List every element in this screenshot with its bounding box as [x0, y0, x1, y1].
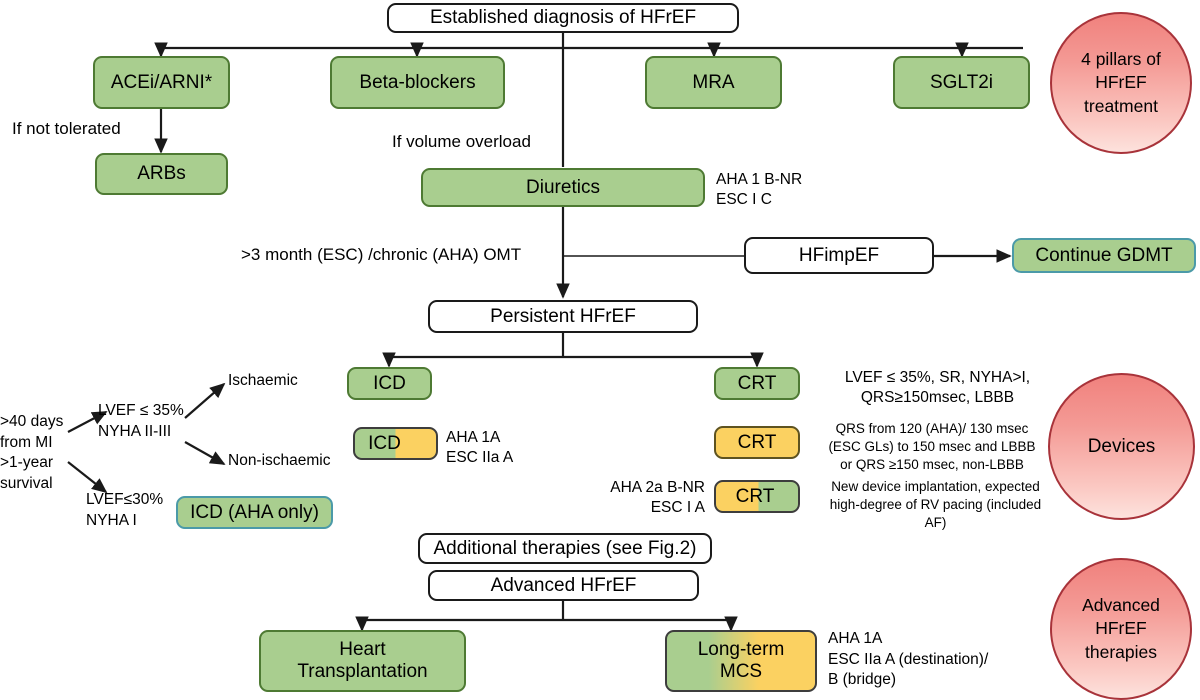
node-sglt2i[interactable]: SGLT2i: [893, 56, 1030, 109]
label-ischaemic: Ischaemic: [228, 372, 298, 389]
annotation-crt-top-criteria: LVEF ≤ 35%, SR, NYHA>I, QRS≥150msec, LBB…: [844, 369, 1031, 406]
node-crt-split[interactable]: CRT: [714, 480, 800, 513]
node-label: ICD: [368, 432, 401, 454]
annotation-crt-amber-criteria: QRS from 120 (AHA)/ 130 msec (ESC GLs) t…: [828, 421, 1036, 473]
label-non-ischaemic: Non-ischaemic: [228, 452, 331, 469]
node-label: CRT: [737, 431, 777, 453]
node-label: Established diagnosis of HFrEF: [429, 7, 697, 29]
node-acei-arni[interactable]: ACEi/ARNI*: [93, 56, 230, 109]
label-lvef-30-nyha-1: LVEF≤30% NYHA I: [86, 491, 164, 529]
node-label: ICD (AHA only): [190, 501, 319, 523]
annotation-diuretics-recommendation: AHA 1 B-NR ESC I C: [716, 171, 803, 208]
node-persistent-hfref[interactable]: Persistent HFrEF: [428, 300, 698, 333]
node-arbs[interactable]: ARBs: [95, 153, 228, 195]
node-label: Beta-blockers: [359, 71, 476, 93]
node-heart-transplantation[interactable]: Heart Transplantation: [259, 630, 466, 692]
label-omt-duration: >3 month (ESC) /chronic (AHA) OMT: [241, 245, 522, 264]
node-icd-top[interactable]: ICD: [347, 367, 432, 400]
node-label: SGLT2i: [929, 71, 993, 93]
label-criteria-left: >40 days from MI >1-year survival: [0, 413, 64, 492]
node-crt-amber[interactable]: CRT: [714, 426, 800, 459]
node-label: ICD: [373, 372, 406, 394]
node-icd-split[interactable]: ICD: [353, 427, 438, 460]
node-mra[interactable]: MRA: [645, 56, 782, 109]
node-advanced-hfref[interactable]: Advanced HFrEF: [428, 570, 699, 601]
annotation-crt-split-criteria: New device implantation, expected high-d…: [829, 479, 1042, 531]
node-diuretics[interactable]: Diuretics: [421, 168, 705, 207]
node-label: CRT: [735, 485, 775, 507]
node-label: ACEi/ARNI*: [110, 71, 213, 93]
annotation-crt-split-recommendation: AHA 2a B-NR ESC I A: [610, 479, 705, 516]
node-label: CRT: [737, 372, 777, 394]
node-long-term-mcs[interactable]: Long-term MCS: [665, 630, 817, 692]
node-label: Heart Transplantation: [297, 639, 428, 682]
label-lvef-35-nyha-2-3: LVEF ≤ 35% NYHA II-III: [98, 402, 184, 440]
annotation-icd-split-recommendation: AHA 1A ESC IIa A: [446, 429, 514, 466]
node-label: Persistent HFrEF: [490, 305, 636, 327]
circle-advanced-therapies: Advanced HFrEF therapies: [1050, 558, 1192, 700]
circle-devices: Devices: [1048, 373, 1195, 520]
node-icd-aha-only[interactable]: ICD (AHA only): [176, 496, 333, 529]
node-crt-top[interactable]: CRT: [714, 367, 800, 400]
node-label: Advanced HFrEF: [490, 574, 637, 596]
label-if-volume-overload: If volume overload: [392, 132, 531, 151]
node-continue-gdmt[interactable]: Continue GDMT: [1012, 238, 1196, 273]
node-additional-therapies[interactable]: Additional therapies (see Fig.2): [418, 533, 712, 564]
label-if-not-tolerated: If not tolerated: [12, 119, 121, 138]
node-label: HFimpEF: [798, 244, 880, 266]
node-label: MRA: [692, 71, 735, 93]
node-label: Diuretics: [526, 176, 600, 198]
node-label: Long-term MCS: [697, 639, 785, 682]
circle-four-pillars: 4 pillars of HFrEF treatment: [1050, 12, 1192, 154]
node-hfimpef[interactable]: HFimpEF: [744, 237, 934, 274]
node-label: Additional therapies (see Fig.2): [433, 537, 697, 559]
node-beta-blockers[interactable]: Beta-blockers: [330, 56, 505, 109]
annotation-mcs-recommendation: AHA 1A ESC IIa A (destination)/ B (bridg…: [828, 630, 989, 689]
node-label: Continue GDMT: [1035, 244, 1173, 266]
node-established-diagnosis[interactable]: Established diagnosis of HFrEF: [387, 3, 739, 33]
node-label: ARBs: [137, 163, 186, 185]
